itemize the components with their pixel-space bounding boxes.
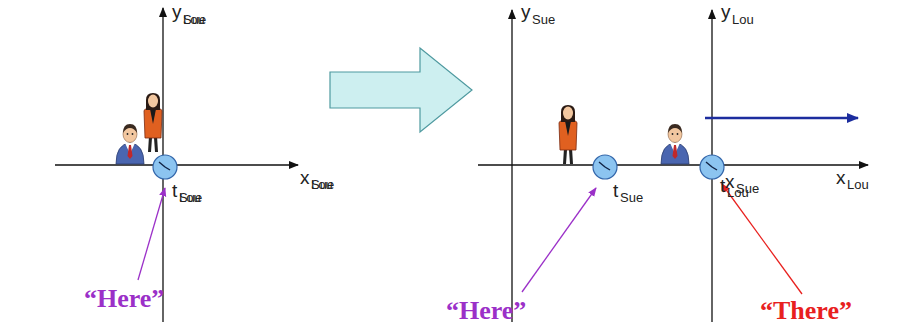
- axis-label: y: [172, 2, 182, 21]
- axis-label: x: [836, 168, 846, 187]
- axis-label: x: [300, 168, 310, 187]
- place-label: “Here”: [84, 286, 164, 312]
- lou-figure: [661, 124, 689, 164]
- y-axis: [511, 10, 512, 322]
- leader-line: [522, 188, 596, 292]
- leader-line: [138, 188, 165, 280]
- x-axis: [478, 164, 868, 165]
- axis-label: y: [721, 2, 731, 21]
- sue-figure: [559, 105, 577, 164]
- axis-subscript: Lou: [311, 178, 333, 191]
- velocity-arrow: [705, 117, 858, 120]
- clock-symbol: [593, 155, 617, 179]
- axis-subscript: Sue: [620, 191, 643, 204]
- axis-label: t: [172, 181, 177, 200]
- axis-label: y: [521, 2, 531, 21]
- axis-subscript: Sue: [532, 13, 555, 26]
- axis-subscript: Lou: [847, 178, 869, 191]
- leader-line: [722, 184, 802, 294]
- axis-label: t: [613, 181, 618, 200]
- lou-figure: [116, 124, 144, 164]
- place-label: “There”: [760, 298, 852, 324]
- axis-subscript: Lou: [727, 186, 749, 199]
- sue-figure: [144, 93, 162, 152]
- axis-subscript: Lou: [732, 13, 754, 26]
- axis-subscript: Lou: [179, 191, 201, 204]
- axis-label: t: [720, 176, 725, 195]
- axis-subscript: Lou: [183, 13, 205, 26]
- clock-symbol: [153, 155, 177, 179]
- place-label: “Here”: [446, 298, 526, 324]
- transition-arrow: [330, 48, 472, 132]
